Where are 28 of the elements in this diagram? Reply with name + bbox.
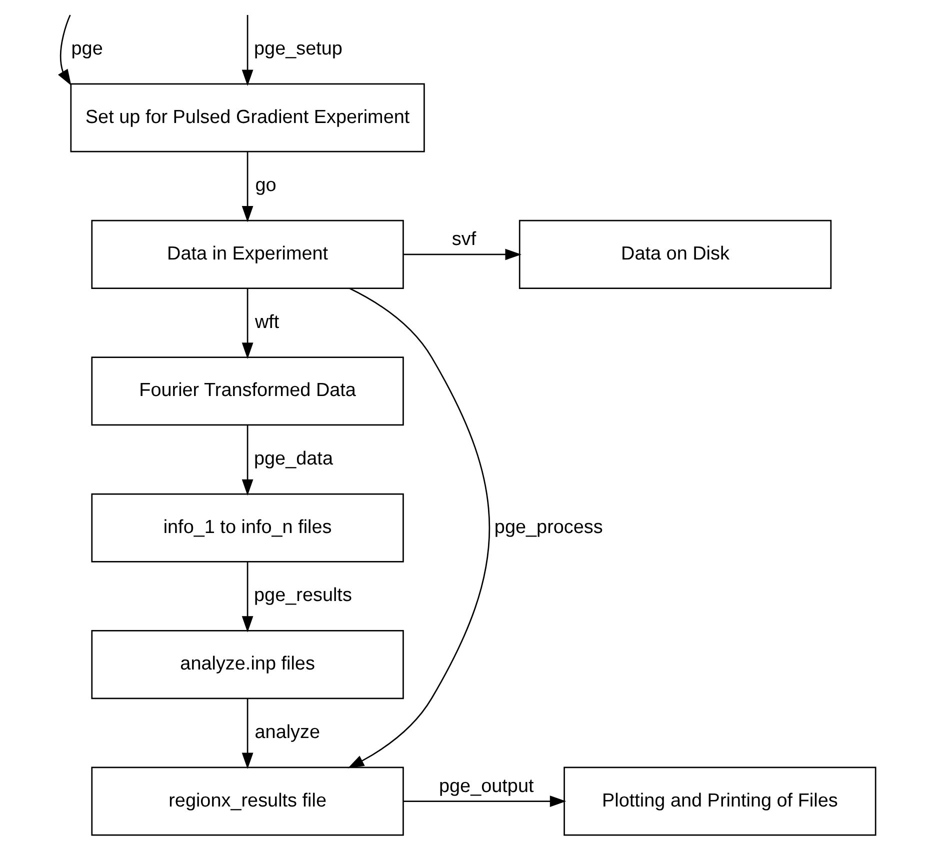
- node-box: info_1 to info_n files: [91, 493, 404, 562]
- edge-label: wft: [254, 312, 280, 333]
- edge-label: svf: [452, 229, 476, 250]
- edge-label: go: [255, 175, 276, 196]
- arrow: [242, 152, 254, 222]
- node-box: Set up for Pulsed Gradient Experiment: [70, 83, 425, 152]
- node-box: Plotting and Printing of Files: [564, 766, 876, 836]
- arrow: [404, 796, 566, 807]
- edge-label: pge_setup: [254, 38, 342, 60]
- arrow: [348, 288, 490, 768]
- arrow: [242, 562, 254, 632]
- edge-label: pge_output: [438, 776, 534, 798]
- edge-label: pge_process: [494, 516, 603, 538]
- arrow: [58, 14, 72, 86]
- arrow: [404, 248, 522, 260]
- node-box: Fourier Transformed Data: [91, 356, 404, 426]
- node-box: analyze.inp files: [91, 630, 404, 700]
- node-box: Data in Experiment: [91, 220, 404, 289]
- arrow: [242, 698, 254, 770]
- edge-label: analyze: [254, 722, 320, 743]
- edge-label: pge_data: [254, 448, 333, 470]
- arrow: [242, 425, 254, 496]
- edge-label: pge: [71, 38, 103, 60]
- arrow: [242, 14, 254, 86]
- arrow: [242, 288, 254, 359]
- edge-label: pge_results: [254, 585, 352, 606]
- node-box: Data on Disk: [518, 220, 832, 289]
- node-box: regionx_results file: [91, 766, 404, 836]
